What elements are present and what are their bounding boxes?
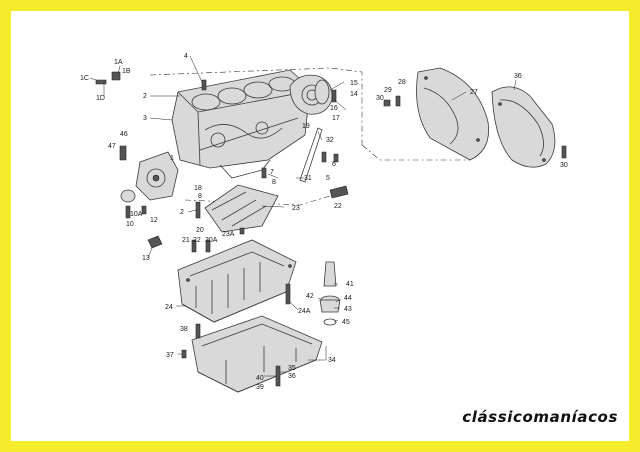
leader-lines — [89, 55, 517, 377]
part-label: 37 — [166, 352, 174, 359]
part-label: 20 — [196, 227, 204, 234]
part-label: 43 — [344, 306, 352, 313]
part-label: 17 — [332, 115, 340, 122]
part-label: 39 — [256, 384, 264, 391]
part-label: 1D — [96, 95, 105, 102]
part-label: 28 — [398, 79, 406, 86]
part-label: 32 — [326, 137, 334, 144]
part-label: 27 — [470, 89, 478, 96]
part-label: 13 — [142, 255, 150, 262]
part-label: 22 — [193, 237, 201, 244]
part-label: 1 — [170, 155, 174, 162]
part-label: 36 — [288, 373, 296, 380]
phantom-line-right — [361, 144, 470, 161]
part-label: 2 — [180, 209, 184, 216]
part-label: 10 — [126, 221, 134, 228]
part-label: 2 — [143, 93, 147, 100]
part-label: 35 — [288, 365, 296, 372]
oil-pan-upper — [177, 239, 297, 323]
part-label: 20A — [205, 237, 218, 244]
part-label: 10A — [130, 211, 143, 218]
part-label: 42 — [306, 293, 314, 300]
cover-plate — [416, 67, 489, 161]
part-label: 16 — [330, 105, 338, 112]
part-label: 1B — [122, 68, 131, 75]
part-label: 30 — [376, 95, 384, 102]
part-label: 3 — [143, 115, 147, 122]
part-label: 23A — [222, 231, 235, 238]
oil-pump-bracket — [120, 151, 179, 203]
part-label: 46 — [120, 131, 128, 138]
part-label: 41 — [346, 281, 354, 288]
phantom-line-top — [149, 67, 363, 145]
seal-flange — [289, 74, 333, 115]
dipstick-tube — [299, 127, 323, 183]
part-label: 21 — [182, 237, 190, 244]
part-label: 45 — [342, 319, 350, 326]
part-label: 34 — [328, 357, 336, 364]
part-label: 24A — [298, 308, 311, 315]
part-label: 19 — [302, 123, 310, 130]
part-label: 1A — [114, 59, 123, 66]
bolts — [95, 71, 567, 387]
oil-filter-housing — [319, 261, 341, 326]
baffle-plate — [204, 184, 279, 233]
part-label: 47 — [108, 143, 116, 150]
part-label: 24 — [165, 304, 173, 311]
part-label: 38 — [180, 326, 188, 333]
part-label: 7 — [270, 169, 274, 176]
engine-block — [171, 69, 311, 179]
part-label: 36 — [514, 73, 522, 80]
part-label: 8 — [272, 179, 276, 186]
intermediate-plate — [491, 86, 556, 168]
part-label: 31 — [304, 175, 312, 182]
part-label: 23 — [292, 205, 300, 212]
part-label: 8 — [198, 193, 202, 200]
part-label: 5 — [326, 175, 330, 182]
part-label: 30 — [560, 162, 568, 169]
part-label: 29 — [384, 87, 392, 94]
part-label: 44 — [344, 295, 352, 302]
watermark-text: clássicomaníacos — [462, 408, 618, 426]
part-label: 40 — [256, 375, 264, 382]
part-label: 18 — [194, 185, 202, 192]
part-label: 15 — [350, 80, 358, 87]
part-label: 14 — [350, 91, 358, 98]
part-label: 12 — [150, 217, 158, 224]
part-labels: 1A 1B 1C 1D 4 2 3 15 14 16 17 19 32 6 7 … — [80, 53, 568, 391]
part-label: 1C — [80, 75, 89, 82]
part-label: 22 — [334, 203, 342, 210]
part-label: 6 — [332, 161, 336, 168]
part-label: 4 — [184, 53, 188, 60]
